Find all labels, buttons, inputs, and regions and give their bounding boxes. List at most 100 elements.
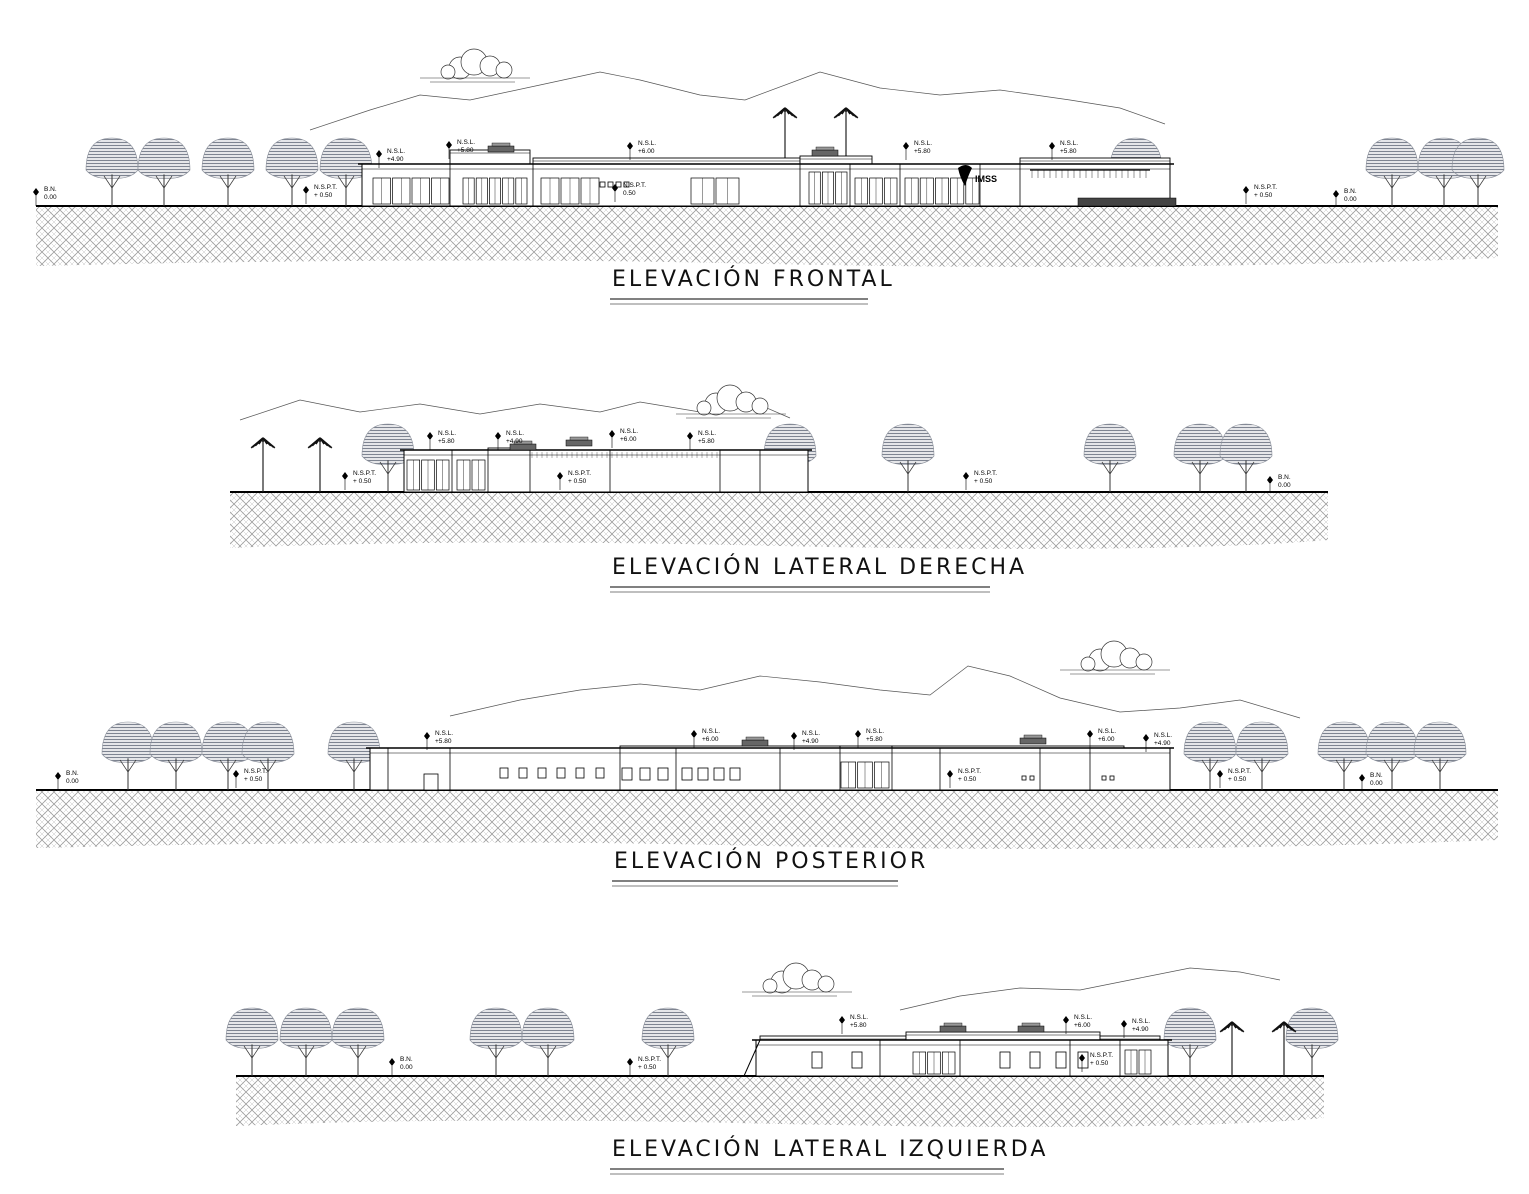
- level-mark: B.N.0.00: [1359, 772, 1383, 790]
- level-name: N.S.P.T.: [974, 470, 997, 477]
- imss-logo-text: IMSS: [975, 174, 997, 184]
- ground-hatch: [36, 206, 1498, 267]
- tree-branch: [103, 175, 113, 189]
- window: [518, 767, 528, 779]
- ground: [36, 789, 1498, 849]
- tree-branch: [1109, 461, 1119, 475]
- level-value: +4.90: [802, 738, 819, 745]
- tree: [101, 721, 155, 790]
- tree: [279, 1007, 333, 1076]
- tree-branch: [1191, 461, 1201, 475]
- level-marker-icon: [855, 730, 861, 738]
- tree-branch: [1245, 461, 1255, 475]
- window: [851, 1051, 863, 1069]
- rooftop-equipment: [1021, 1022, 1041, 1027]
- level-mark: N.S.L.+6.00: [627, 140, 656, 160]
- level-name: N.S.L.: [802, 730, 820, 737]
- level-value: + 0.50: [568, 478, 587, 485]
- tree-branch: [1439, 759, 1449, 773]
- tree-branch: [291, 175, 301, 189]
- building-body: [369, 747, 1171, 791]
- window: [1029, 1051, 1041, 1069]
- level-marker-icon: [1359, 774, 1365, 782]
- palm-frond: [1231, 1021, 1245, 1033]
- building: [400, 436, 812, 493]
- tree: [641, 1007, 695, 1076]
- level-value: +5.80: [698, 438, 715, 445]
- cloud-puff: [440, 64, 456, 80]
- tree-canopy: [1083, 423, 1137, 465]
- tree-canopy: [279, 1007, 333, 1049]
- level-value: +4.90: [387, 156, 404, 163]
- building: [752, 1022, 1172, 1077]
- level-marker-icon: [303, 186, 309, 194]
- level-value: +4.90: [1154, 740, 1171, 747]
- ground-hatch: [36, 790, 1498, 849]
- tree-branch: [337, 175, 347, 189]
- tree-branch: [495, 1045, 505, 1059]
- level-value: +6.00: [1098, 736, 1115, 743]
- level-name: N.S.L.: [435, 730, 453, 737]
- tree-canopy: [1285, 1007, 1339, 1049]
- building-body: [755, 1039, 1169, 1077]
- tree: [85, 137, 139, 206]
- level-value: +5.80: [435, 738, 452, 745]
- tree: [241, 721, 295, 790]
- level-name: N.S.P.T.: [638, 1056, 661, 1063]
- tree-canopy: [1219, 423, 1273, 465]
- ground: [230, 491, 1328, 549]
- level-mark: B.N.0.00: [55, 770, 79, 790]
- level-mark: N.S.L.+6.00: [609, 428, 638, 448]
- level-name: N.S.P.T.: [958, 768, 981, 775]
- level-value: +6.00: [702, 736, 719, 743]
- tree: [1285, 1007, 1339, 1076]
- level-marker-icon: [609, 430, 615, 438]
- tree-branch: [1303, 1045, 1313, 1059]
- level-mark: N.S.P.T.+ 0.50: [1217, 768, 1251, 788]
- tree-branch: [1237, 461, 1247, 475]
- level-value: + 0.50: [638, 1064, 657, 1071]
- level-mark: N.S.P.T.0.50: [612, 182, 646, 202]
- tree-canopy: [137, 137, 191, 179]
- window: [1101, 775, 1107, 781]
- tree-branch: [387, 461, 397, 475]
- rooftop-equipment: [513, 440, 533, 445]
- elevation-title: ELEVACIÓN LATERAL DERECHA: [612, 554, 1027, 580]
- ground: [36, 205, 1498, 267]
- tree-branch: [259, 759, 269, 773]
- level-name: N.S.L.: [698, 430, 716, 437]
- tree-branch: [547, 1045, 557, 1059]
- tree-canopy: [469, 1007, 523, 1049]
- tree: [265, 137, 319, 206]
- rooftop-equipment: [741, 739, 769, 747]
- level-value: +5.80: [457, 147, 474, 154]
- sloped-wall: [743, 1039, 761, 1077]
- level-marker-icon: [1121, 1020, 1127, 1028]
- tree-branch: [345, 175, 355, 189]
- level-marker-icon: [1333, 190, 1339, 198]
- tree-branch: [1201, 759, 1211, 773]
- rooftop-equipment: [491, 142, 511, 147]
- tree-branch: [219, 759, 229, 773]
- tree-branch: [163, 175, 173, 189]
- level-mark: N.S.L.+5.80: [446, 139, 475, 159]
- tree-branch: [1189, 1045, 1199, 1059]
- palm-tree: [1219, 1021, 1245, 1076]
- level-mark: B.N.0.00: [389, 1056, 413, 1076]
- window: [595, 767, 605, 779]
- level-name: N.S.P.T.: [1090, 1052, 1113, 1059]
- tree-branch: [283, 175, 293, 189]
- tree-branch: [227, 175, 237, 189]
- tree-branch: [243, 1045, 253, 1059]
- level-value: + 0.50: [244, 776, 263, 783]
- level-marker-icon: [691, 730, 697, 738]
- tree-canopy: [1163, 1007, 1217, 1049]
- level-marker-icon: [1243, 186, 1249, 194]
- tree-branch: [899, 461, 909, 475]
- level-mark: B.N.0.00: [33, 186, 57, 206]
- window: [607, 181, 614, 188]
- level-mark: N.S.P.T.+ 0.50: [557, 470, 591, 490]
- tree-branch: [267, 759, 277, 773]
- tree: [1163, 1007, 1217, 1076]
- level-mark: N.S.L.+5.80: [1049, 140, 1078, 160]
